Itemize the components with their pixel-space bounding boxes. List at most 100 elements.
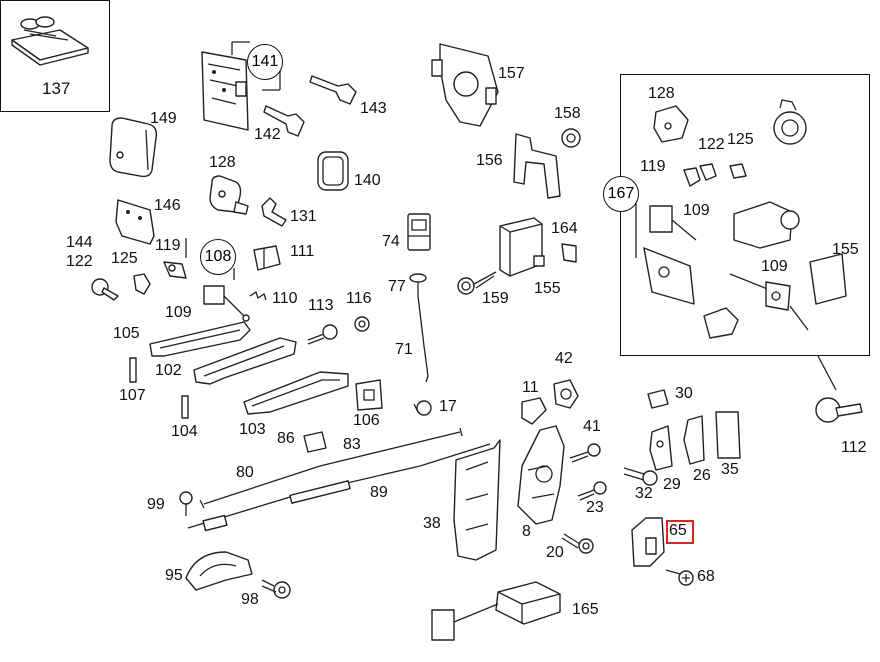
- part-140-drawing: [317, 151, 349, 191]
- label-35: 35: [721, 461, 739, 478]
- part-155-drawing: [499, 217, 545, 277]
- label-102: 102: [155, 362, 182, 379]
- part-89-drawing: [187, 443, 491, 532]
- label-119a: 119: [155, 237, 181, 254]
- part-113-drawing: [307, 324, 338, 345]
- label-11: 11: [522, 379, 539, 396]
- part-146-drawing: [115, 199, 155, 245]
- part-128a-drawing: [209, 175, 249, 215]
- label-104: 104: [171, 423, 198, 440]
- part-159-drawing: [457, 271, 497, 295]
- part-29-drawing: [649, 425, 673, 471]
- label-80: 80: [236, 464, 254, 481]
- inset-137-box: [0, 0, 110, 112]
- label-109a: 109: [165, 304, 192, 321]
- label-144: 144: [66, 234, 93, 251]
- label-32: 32: [635, 485, 653, 502]
- label-89: 89: [370, 484, 388, 501]
- callout-167: 167: [603, 176, 639, 212]
- label-140: 140: [354, 172, 381, 189]
- label-20: 20: [546, 544, 564, 561]
- label-77: 77: [388, 278, 406, 295]
- label-42: 42: [555, 350, 573, 367]
- part-95-drawing: [185, 551, 253, 591]
- part-98-drawing: [261, 579, 291, 599]
- part-111-drawing: [253, 245, 281, 271]
- callout-141: 141: [247, 44, 283, 80]
- callout-108: 108: [200, 239, 236, 275]
- callout-lines: [185, 238, 235, 280]
- label-158: 158: [554, 105, 581, 122]
- label-8: 8: [522, 523, 531, 540]
- part-137-drawing: [11, 16, 89, 66]
- inset-167-box: [620, 74, 870, 356]
- part-23-drawing: [577, 481, 607, 501]
- part-74-drawing: [407, 213, 431, 251]
- label-110: 110: [272, 290, 298, 307]
- part-41-drawing: [569, 443, 601, 463]
- part-20-drawing: [561, 533, 594, 554]
- label-156: 156: [476, 152, 503, 169]
- part-68-drawing: [665, 569, 694, 586]
- part-26-drawing: [683, 415, 705, 465]
- part-30-drawing: [647, 389, 669, 409]
- part-65-drawing: [631, 517, 665, 567]
- part-38-drawing: [453, 439, 501, 561]
- label-106: 106: [353, 412, 380, 429]
- label-109c: 109: [761, 258, 788, 275]
- label-17: 17: [439, 398, 457, 415]
- part-143-drawing: [309, 75, 357, 105]
- part-119a-drawing: [163, 261, 187, 279]
- label-137: 137: [42, 79, 71, 98]
- label-116: 116: [346, 290, 372, 307]
- part-158-drawing: [561, 128, 581, 148]
- part-80-drawing: [199, 427, 463, 509]
- part-164-drawing: [561, 243, 577, 263]
- label-41: 41: [583, 418, 601, 435]
- label-149: 149: [150, 110, 177, 127]
- part-131-drawing: [261, 197, 287, 227]
- part-141-drawing: [201, 41, 281, 131]
- label-159: 159: [482, 290, 509, 307]
- label-122a: 122: [66, 253, 93, 270]
- part-105-drawing: [149, 321, 251, 357]
- part-35-drawing: [715, 411, 741, 459]
- label-95: 95: [165, 567, 183, 584]
- part-149-drawing: [109, 117, 158, 178]
- label-74: 74: [382, 233, 400, 250]
- label-142: 142: [254, 126, 281, 143]
- part-125a-drawing: [133, 273, 151, 295]
- part-142-drawing: [263, 105, 305, 137]
- label-105: 105: [113, 325, 140, 342]
- inset-167-drawing: [606, 99, 847, 339]
- part-110-drawing: [249, 290, 267, 301]
- part-32-drawing: [623, 467, 658, 486]
- part-109a-drawing: [203, 285, 250, 322]
- part-165-drawing: [431, 581, 561, 641]
- label-83: 83: [343, 436, 361, 453]
- label-30: 30: [675, 385, 693, 402]
- label-109b: 109: [683, 202, 710, 219]
- highlight-65: [666, 520, 694, 544]
- label-113: 113: [308, 297, 334, 314]
- part-17-drawing: [413, 400, 432, 416]
- part-11-drawing: [521, 397, 547, 425]
- part-103-drawing: [243, 371, 349, 415]
- label-155: 155: [534, 280, 561, 297]
- label-119b: 119: [640, 158, 666, 175]
- label-38: 38: [423, 515, 441, 532]
- part-8-drawing: [517, 425, 565, 525]
- label-107: 107: [119, 387, 146, 404]
- part-42-drawing: [553, 379, 579, 409]
- label-71: 71: [395, 341, 413, 358]
- label-29: 29: [663, 476, 681, 493]
- part-107-drawing: [129, 357, 137, 383]
- label-23: 23: [586, 499, 604, 516]
- part-104-drawing: [181, 395, 189, 419]
- label-155b: 155: [832, 241, 859, 258]
- part-156-drawing: [513, 133, 561, 199]
- part-86-drawing: [303, 431, 327, 453]
- label-131: 131: [290, 208, 317, 225]
